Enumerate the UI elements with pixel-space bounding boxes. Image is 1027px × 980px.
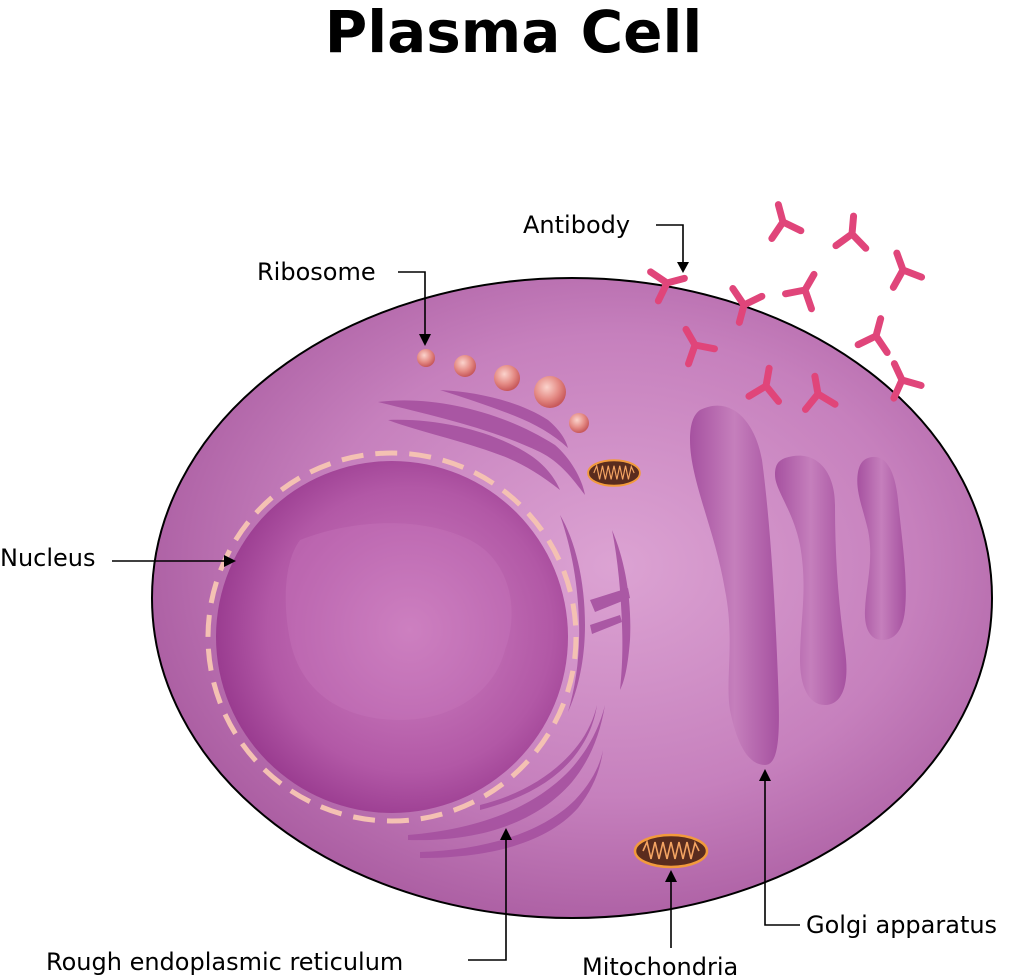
nucleus-body — [216, 461, 568, 813]
nucleolus-texture — [285, 523, 512, 720]
label-mitochondria: Mitochondria — [582, 953, 738, 980]
leader-lines — [112, 224, 800, 961]
label-rough-er: Rough endoplasmic reticulum — [46, 948, 403, 976]
mitochondrion-lower — [633, 833, 709, 869]
diagram-title: Plasma Cell — [324, 0, 703, 66]
label-golgi-apparatus: Golgi apparatus — [806, 911, 997, 939]
label-ribosome: Ribosome — [257, 258, 376, 286]
rough-endoplasmic-reticulum — [378, 390, 631, 858]
golgi-apparatus — [690, 405, 906, 765]
ribosomes — [417, 349, 589, 433]
label-antibody: Antibody — [523, 211, 630, 239]
nuclear-envelope — [205, 450, 579, 824]
mitochondrion-upper — [587, 459, 641, 487]
label-nucleus: Nucleus — [0, 544, 96, 572]
